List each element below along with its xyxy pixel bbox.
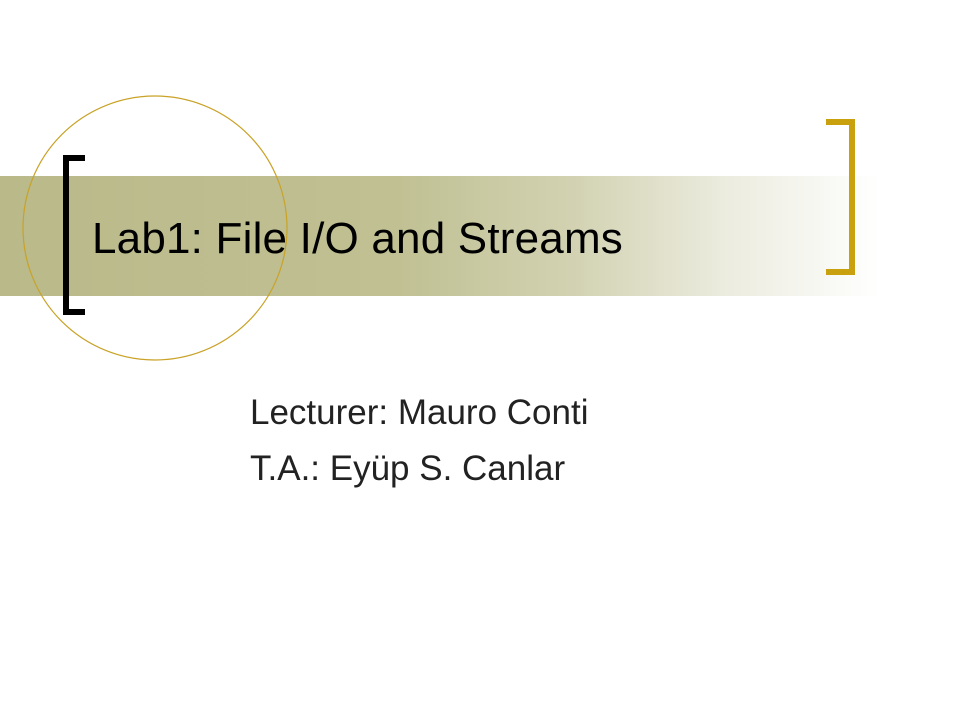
accent-circle	[22, 95, 288, 361]
title-band	[0, 176, 880, 296]
subtitle-list: Lecturer: Mauro Conti T.A.: Eyüp S. Canl…	[250, 385, 588, 497]
right-bracket	[826, 119, 855, 275]
left-bracket	[63, 155, 85, 315]
subtitle-ta: T.A.: Eyüp S. Canlar	[250, 449, 566, 488]
subtitle-lecturer: Lecturer: Mauro Conti	[250, 393, 589, 432]
slide-title: Lab1: File I/O and Streams	[92, 214, 624, 263]
